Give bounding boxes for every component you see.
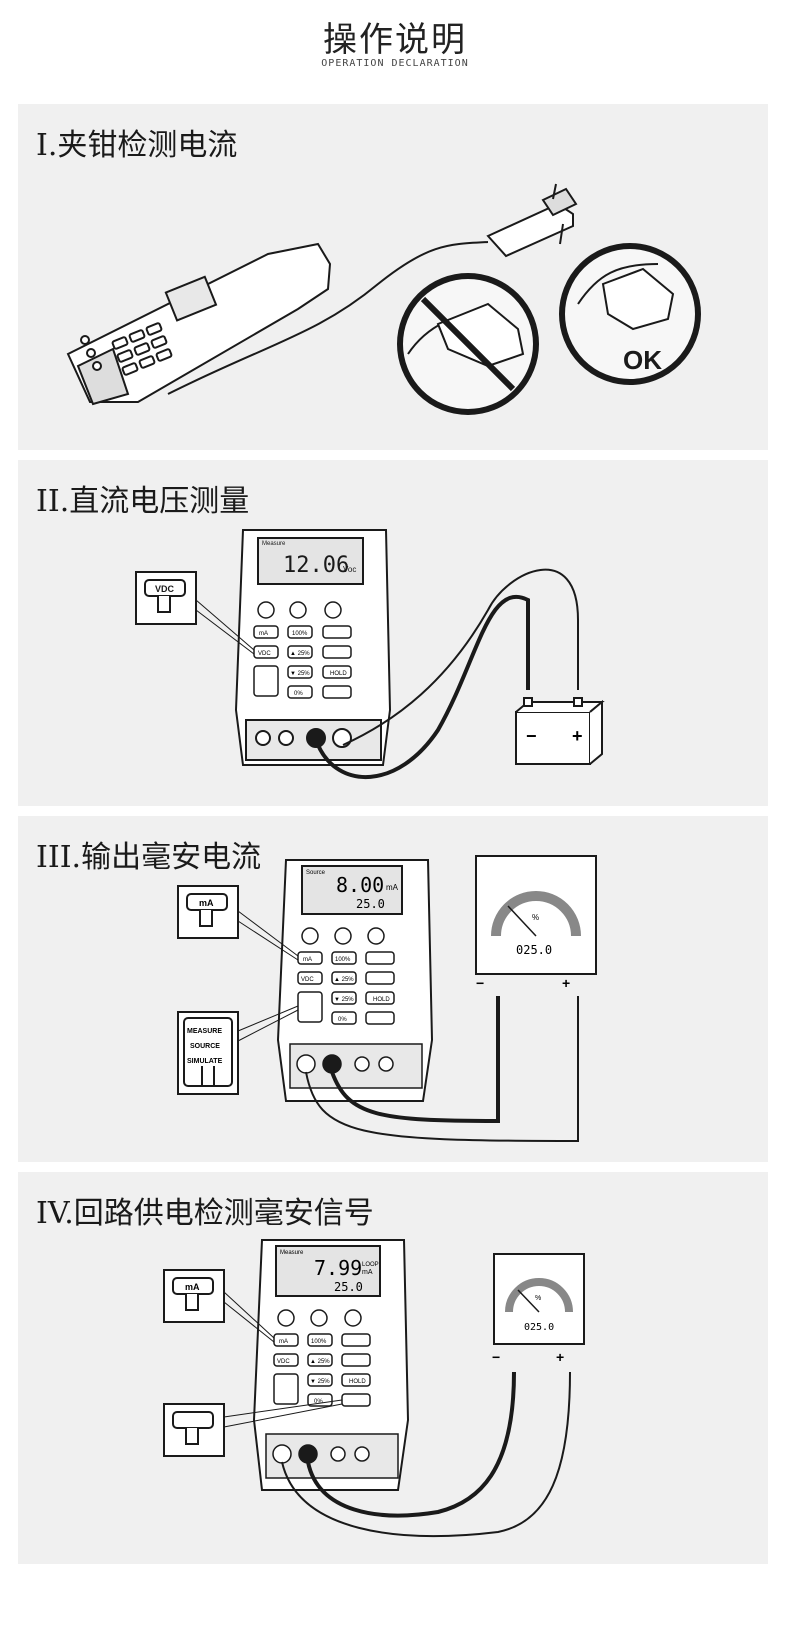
svg-text:HOLD: HOLD — [349, 1379, 366, 1385]
section-title: IV.回路供电检测毫安信号 — [36, 1196, 374, 1231]
svg-text:100%: 100% — [292, 631, 308, 637]
current-clamp-icon — [486, 183, 578, 258]
section-title: III.输出毫安电流 — [36, 840, 262, 875]
svg-text:HOLD: HOLD — [373, 997, 390, 1003]
clamp-meter-icon — [66, 242, 332, 406]
svg-text:▲ 25%: ▲ 25% — [290, 651, 310, 657]
section-dc-voltage: II.直流电压测量 Measure 12.06 Voc mA 100% VDC … — [18, 460, 768, 806]
svg-text:Source: Source — [306, 870, 326, 876]
page-header: 操作说明 OPERATION DECLARATION — [0, 0, 790, 100]
clamp-illustration: OK — [66, 183, 701, 415]
svg-text:mA: mA — [362, 1269, 373, 1276]
lcd-value: 12.06 — [283, 553, 349, 578]
meter-body — [234, 529, 392, 766]
svg-text:+: + — [572, 726, 583, 746]
svg-text:0%: 0% — [294, 691, 303, 697]
svg-text:▼ 25%: ▼ 25% — [334, 997, 354, 1003]
black-lead — [316, 595, 530, 779]
svg-text:7.99: 7.99 — [314, 1256, 362, 1280]
svg-text:025.0: 025.0 — [524, 1322, 554, 1333]
ok-label: OK — [623, 345, 662, 375]
section-title: II.直流电压测量 — [36, 484, 250, 519]
svg-text:▼ 25%: ▼ 25% — [310, 1379, 330, 1385]
svg-text:025.0: 025.0 — [516, 943, 552, 957]
correct-position-icon — [559, 243, 701, 385]
svg-text:Measure: Measure — [262, 541, 286, 547]
svg-text:mA: mA — [199, 898, 214, 908]
svg-text:LOOP: LOOP — [362, 1262, 379, 1268]
svg-text:+: + — [562, 975, 570, 991]
svg-text:Measure: Measure — [280, 1250, 304, 1256]
svg-text:0%: 0% — [314, 1399, 323, 1405]
lcd-unit: Voc — [343, 565, 356, 574]
svg-text:%: % — [535, 1295, 541, 1302]
ma-button-callout — [177, 885, 299, 961]
svg-text:VDC: VDC — [301, 977, 314, 983]
svg-text:100%: 100% — [311, 1339, 327, 1345]
svg-text:▲ 25%: ▲ 25% — [334, 977, 354, 983]
svg-text:mA: mA — [386, 883, 399, 892]
svg-text:VDC: VDC — [277, 1359, 290, 1365]
mode-button-callout — [177, 1005, 299, 1095]
svg-text:VDC: VDC — [155, 584, 175, 594]
section-loop-power: IV.回路供电检测毫安信号 Measure 7.99 LOOP mA 25.0 … — [18, 1172, 768, 1564]
svg-text:100%: 100% — [335, 957, 351, 963]
loop-gauge-icon — [493, 1253, 585, 1345]
svg-text:MEASURE: MEASURE — [187, 1028, 222, 1035]
dc-voltage-illustration: Measure 12.06 Voc mA 100% VDC ▲ 25% ▼ 25… — [135, 529, 605, 779]
svg-text:HOLD: HOLD — [330, 671, 347, 677]
svg-text:▼ 25%: ▼ 25% — [290, 671, 310, 677]
vdc-button-callout — [135, 571, 255, 655]
loop-power-illustration: Measure 7.99 LOOP mA 25.0 mA 100% VDC ▲ … — [163, 1239, 585, 1538]
section-source-ma: III.输出毫安电流 Source 8.00 mA 25.0 mA 100% V… — [18, 816, 768, 1162]
svg-text:SIMULATE: SIMULATE — [187, 1058, 223, 1065]
page-subtitle: OPERATION DECLARATION — [321, 58, 469, 69]
svg-text:mA: mA — [303, 957, 312, 963]
svg-text:25.0: 25.0 — [334, 1280, 363, 1294]
svg-text:mA: mA — [185, 1282, 200, 1292]
svg-text:mA: mA — [279, 1339, 288, 1345]
red-lead — [342, 568, 579, 746]
section-title: I.夹钳检测电流 — [36, 128, 238, 163]
svg-text:25.0: 25.0 — [356, 897, 385, 911]
clamp-cable — [167, 241, 489, 395]
source-ma-illustration: Source 8.00 mA 25.0 mA 100% VDC ▲ 25% ▼ … — [177, 855, 597, 1143]
ma-button-callout — [163, 1269, 275, 1343]
svg-text:VDC: VDC — [258, 651, 271, 657]
svg-text:mA: mA — [259, 631, 268, 637]
section-clamp-current: I.夹钳检测电流 — [18, 104, 768, 450]
svg-text:0%: 0% — [338, 1017, 347, 1023]
svg-text:−: − — [526, 726, 537, 746]
svg-text:+: + — [556, 1349, 564, 1365]
page-title: 操作说明 — [323, 20, 467, 60]
svg-text:SOURCE: SOURCE — [190, 1043, 220, 1050]
loop-power-button-callout — [163, 1399, 343, 1457]
battery-icon — [515, 697, 605, 765]
svg-text:−: − — [492, 1349, 500, 1365]
loop-gauge-icon — [475, 855, 597, 975]
svg-text:8.00: 8.00 — [336, 873, 384, 897]
wrong-position-icon — [397, 273, 539, 415]
svg-text:−: − — [476, 975, 484, 991]
svg-text:%: % — [532, 913, 539, 922]
svg-text:▲ 25%: ▲ 25% — [310, 1359, 330, 1365]
